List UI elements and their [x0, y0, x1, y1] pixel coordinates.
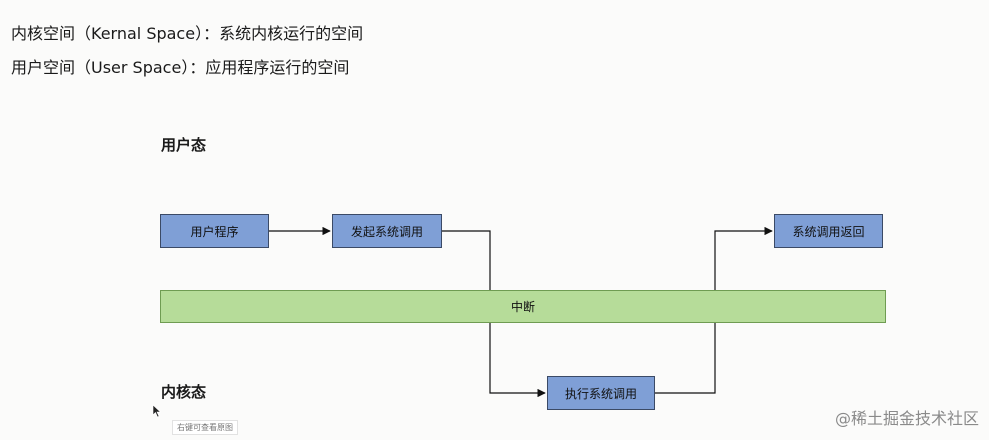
mouse-pointer-icon — [152, 404, 162, 418]
execute-syscall-box: 执行系统调用 — [547, 376, 655, 410]
view-original-tooltip: 右键可查看原图 — [172, 420, 238, 435]
kernel-mode-label: 内核态 — [161, 383, 207, 401]
user-mode-label: 用户态 — [161, 136, 207, 154]
source-watermark: @稀土掘金技术社区 — [834, 409, 979, 428]
syscall-return-box: 系统调用返回 — [774, 214, 883, 248]
interrupt-label: 中断 — [510, 300, 535, 314]
initiate-syscall-box: 发起系统调用 — [332, 214, 442, 248]
kernel-space-definition: 内核空间（Kernal Space）：系统内核运行的空间 — [11, 24, 364, 43]
interrupt-bar: 中断 — [160, 290, 886, 323]
user-program-box: 用户程序 — [160, 214, 269, 248]
user-space-definition: 用户空间（User Space）：应用程序运行的空间 — [11, 58, 350, 77]
